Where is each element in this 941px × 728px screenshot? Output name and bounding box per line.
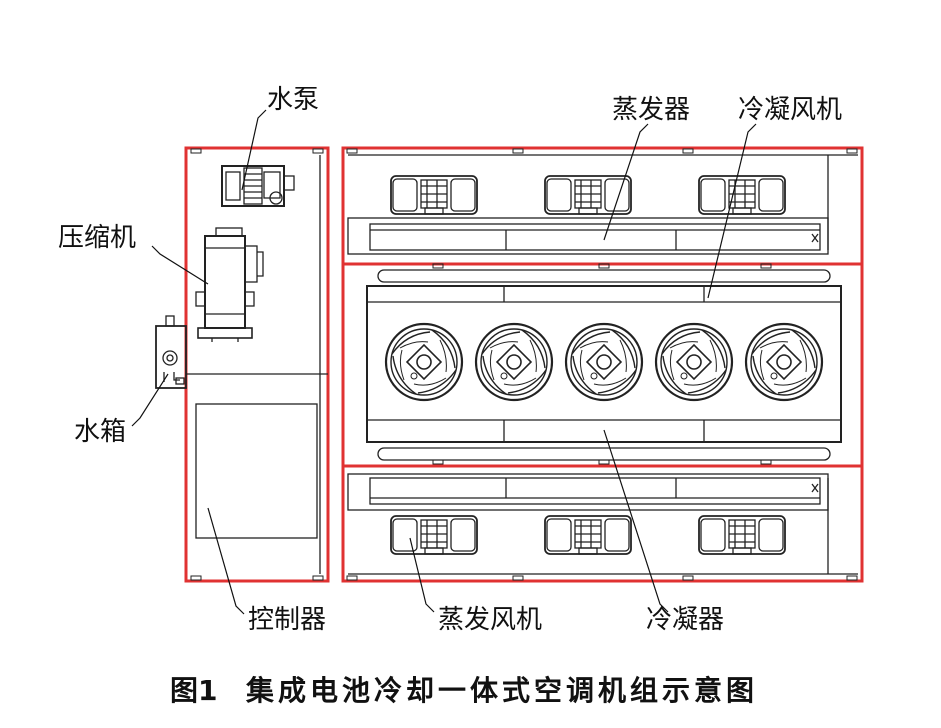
label-condenser-fan: 冷凝风机 <box>738 95 842 125</box>
label-evaporator: 蒸发器 <box>612 95 690 125</box>
label-evaporator-fan: 蒸发风机 <box>438 605 542 635</box>
label-water-pump: 水泵 <box>267 85 319 115</box>
condenser-section-frame <box>341 262 864 468</box>
label-controller: 控制器 <box>248 605 326 635</box>
left-frame <box>184 146 330 583</box>
evaporator-bottom <box>347 473 829 555</box>
condenser-section <box>366 263 842 465</box>
controller-box <box>195 403 318 539</box>
label-condenser: 冷凝器 <box>646 605 724 635</box>
evaporator-top <box>347 175 829 255</box>
label-water-tank: 水箱 <box>74 417 126 447</box>
left-compartment <box>184 146 330 583</box>
figure-number: 图1 <box>170 674 217 707</box>
compressor-drawing <box>195 227 264 342</box>
figure-title: 集成电池冷却一体式空调机组示意图 <box>245 674 758 707</box>
label-compressor: 压缩机 <box>58 223 136 253</box>
water-pump-drawing <box>221 165 295 207</box>
water-tank-drawing <box>155 315 187 389</box>
leader-lines <box>131 109 757 615</box>
